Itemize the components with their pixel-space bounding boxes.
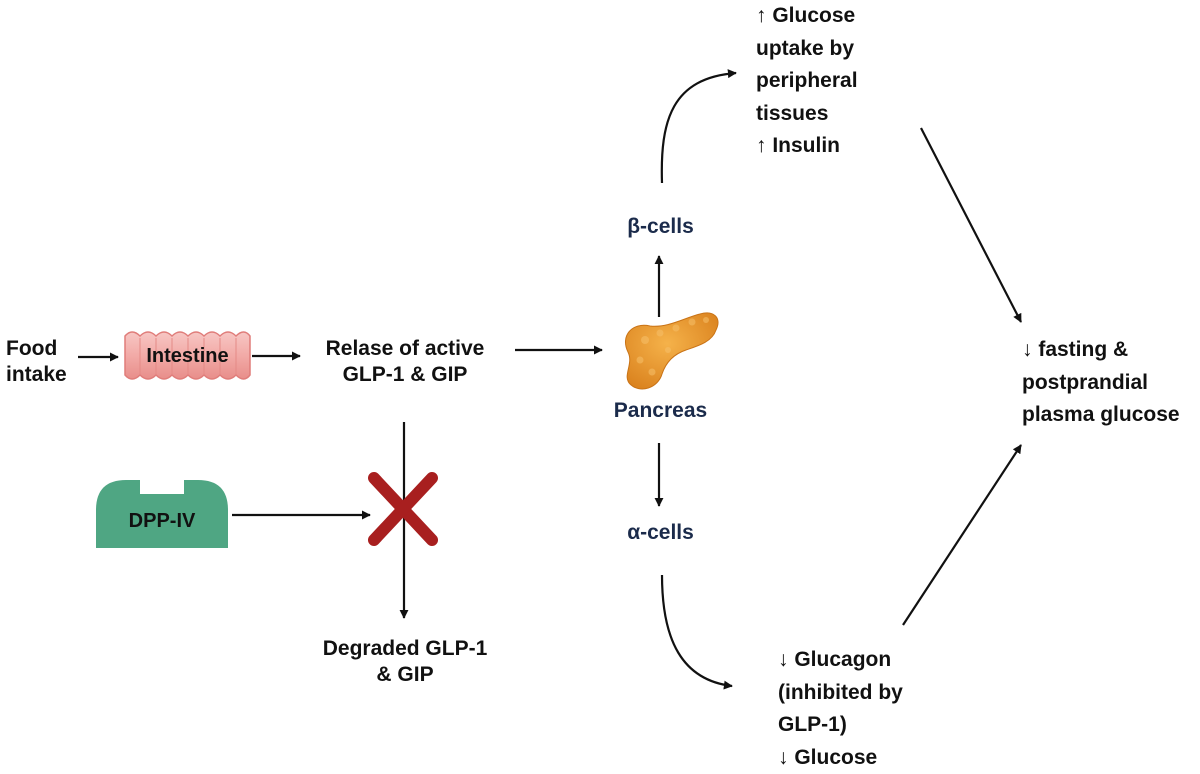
dpp-iv-enzyme-icon [96,480,228,548]
arrow-glucagon-to-outcome [902,444,1022,626]
alpha-cells-label: α-cells [627,521,694,544]
arrow-alpha-to-glucagon [660,574,733,690]
beta-cells-label: β-cells [627,215,694,238]
arrows [78,69,1022,690]
outcome-label: ↓ fasting & postprandial plasma glucose [1022,338,1180,426]
pancreas-label: Pancreas [613,399,708,422]
glucose-uptake-label: ↑ Glucose uptake by peripheral tissues ↑… [756,4,858,157]
degraded-label: Degraded GLP-1& GIP [322,637,488,686]
dpp-iv-label: DPP-IV [128,510,196,532]
intestine-label: Intestine [146,345,229,367]
pancreas-icon [625,312,719,390]
intestine-icon [124,331,251,380]
inhibition-x-icon [368,472,438,546]
arrow-beta-to-uptake [660,69,737,184]
arrow-uptake-to-outcome [920,127,1022,323]
glucagon-label: ↓ Glucagon (inhibited by GLP-1) ↓ Glucos… [778,648,903,769]
